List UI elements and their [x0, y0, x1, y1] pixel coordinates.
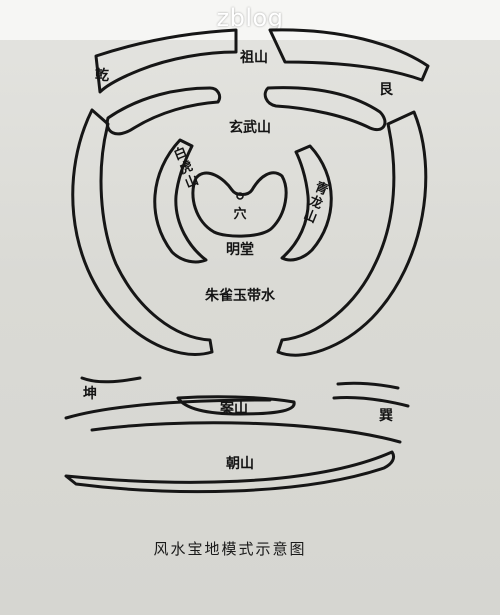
- label-kun: 坤: [83, 385, 97, 402]
- label-baihu: 白 虎 山: [172, 142, 206, 191]
- label-xun: 巽: [379, 408, 393, 424]
- kun-stroke-upper: [80, 376, 142, 384]
- xue-cup: [191, 171, 288, 238]
- label-anshan: 案山: [219, 400, 248, 417]
- label-zushan: 祖山: [239, 49, 268, 66]
- label-chaoshan: 朝山: [226, 455, 254, 472]
- zushan-ridge-right: [268, 28, 430, 82]
- label-gen: 艮: [379, 82, 394, 98]
- label-xuanwu: 玄武山: [229, 119, 271, 136]
- chaoshan-arc-lower: [64, 450, 396, 494]
- label-xue: 穴: [233, 206, 246, 222]
- watermark-band: [0, 0, 500, 40]
- anshan-oval: [176, 395, 296, 416]
- qinglong-crescent: [280, 144, 333, 262]
- baihu-crescent: [153, 138, 208, 264]
- chaoshan-arc-upper: [90, 421, 402, 444]
- xun-stroke-lower: [332, 396, 410, 408]
- xuanwu-arc-right: [263, 86, 387, 131]
- label-qian: 乾: [95, 67, 109, 84]
- zushan-ridge-left: [94, 28, 238, 94]
- label-zhuque: 朱雀玉带水: [205, 287, 276, 304]
- gen-outer-arc: [276, 110, 428, 357]
- kun-stroke-lower: [64, 398, 272, 420]
- figure-caption: 风水宝地模式示意图: [153, 540, 306, 558]
- watermark-text: zblog: [216, 4, 284, 32]
- xue-point: [236, 192, 244, 200]
- label-mingtang: 明堂: [226, 241, 254, 258]
- label-qinglong: 青 龙 山: [301, 179, 335, 228]
- xuanwu-arc-left: [105, 86, 222, 136]
- qian-outer-arc: [71, 108, 214, 356]
- xun-stroke-upper: [336, 381, 400, 390]
